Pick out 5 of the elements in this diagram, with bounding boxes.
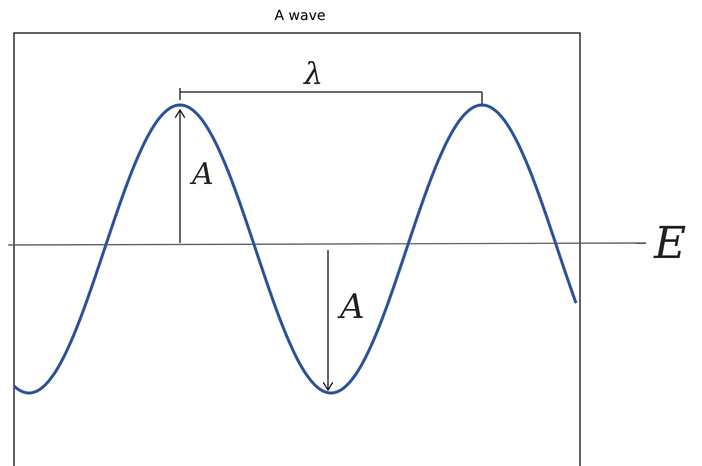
- amplitude-label: A: [340, 290, 365, 324]
- amplitude-label: A: [192, 160, 214, 190]
- chart-title: A wave: [274, 9, 326, 23]
- wavelength-label: λ: [304, 60, 324, 90]
- axis-label: E: [654, 222, 686, 266]
